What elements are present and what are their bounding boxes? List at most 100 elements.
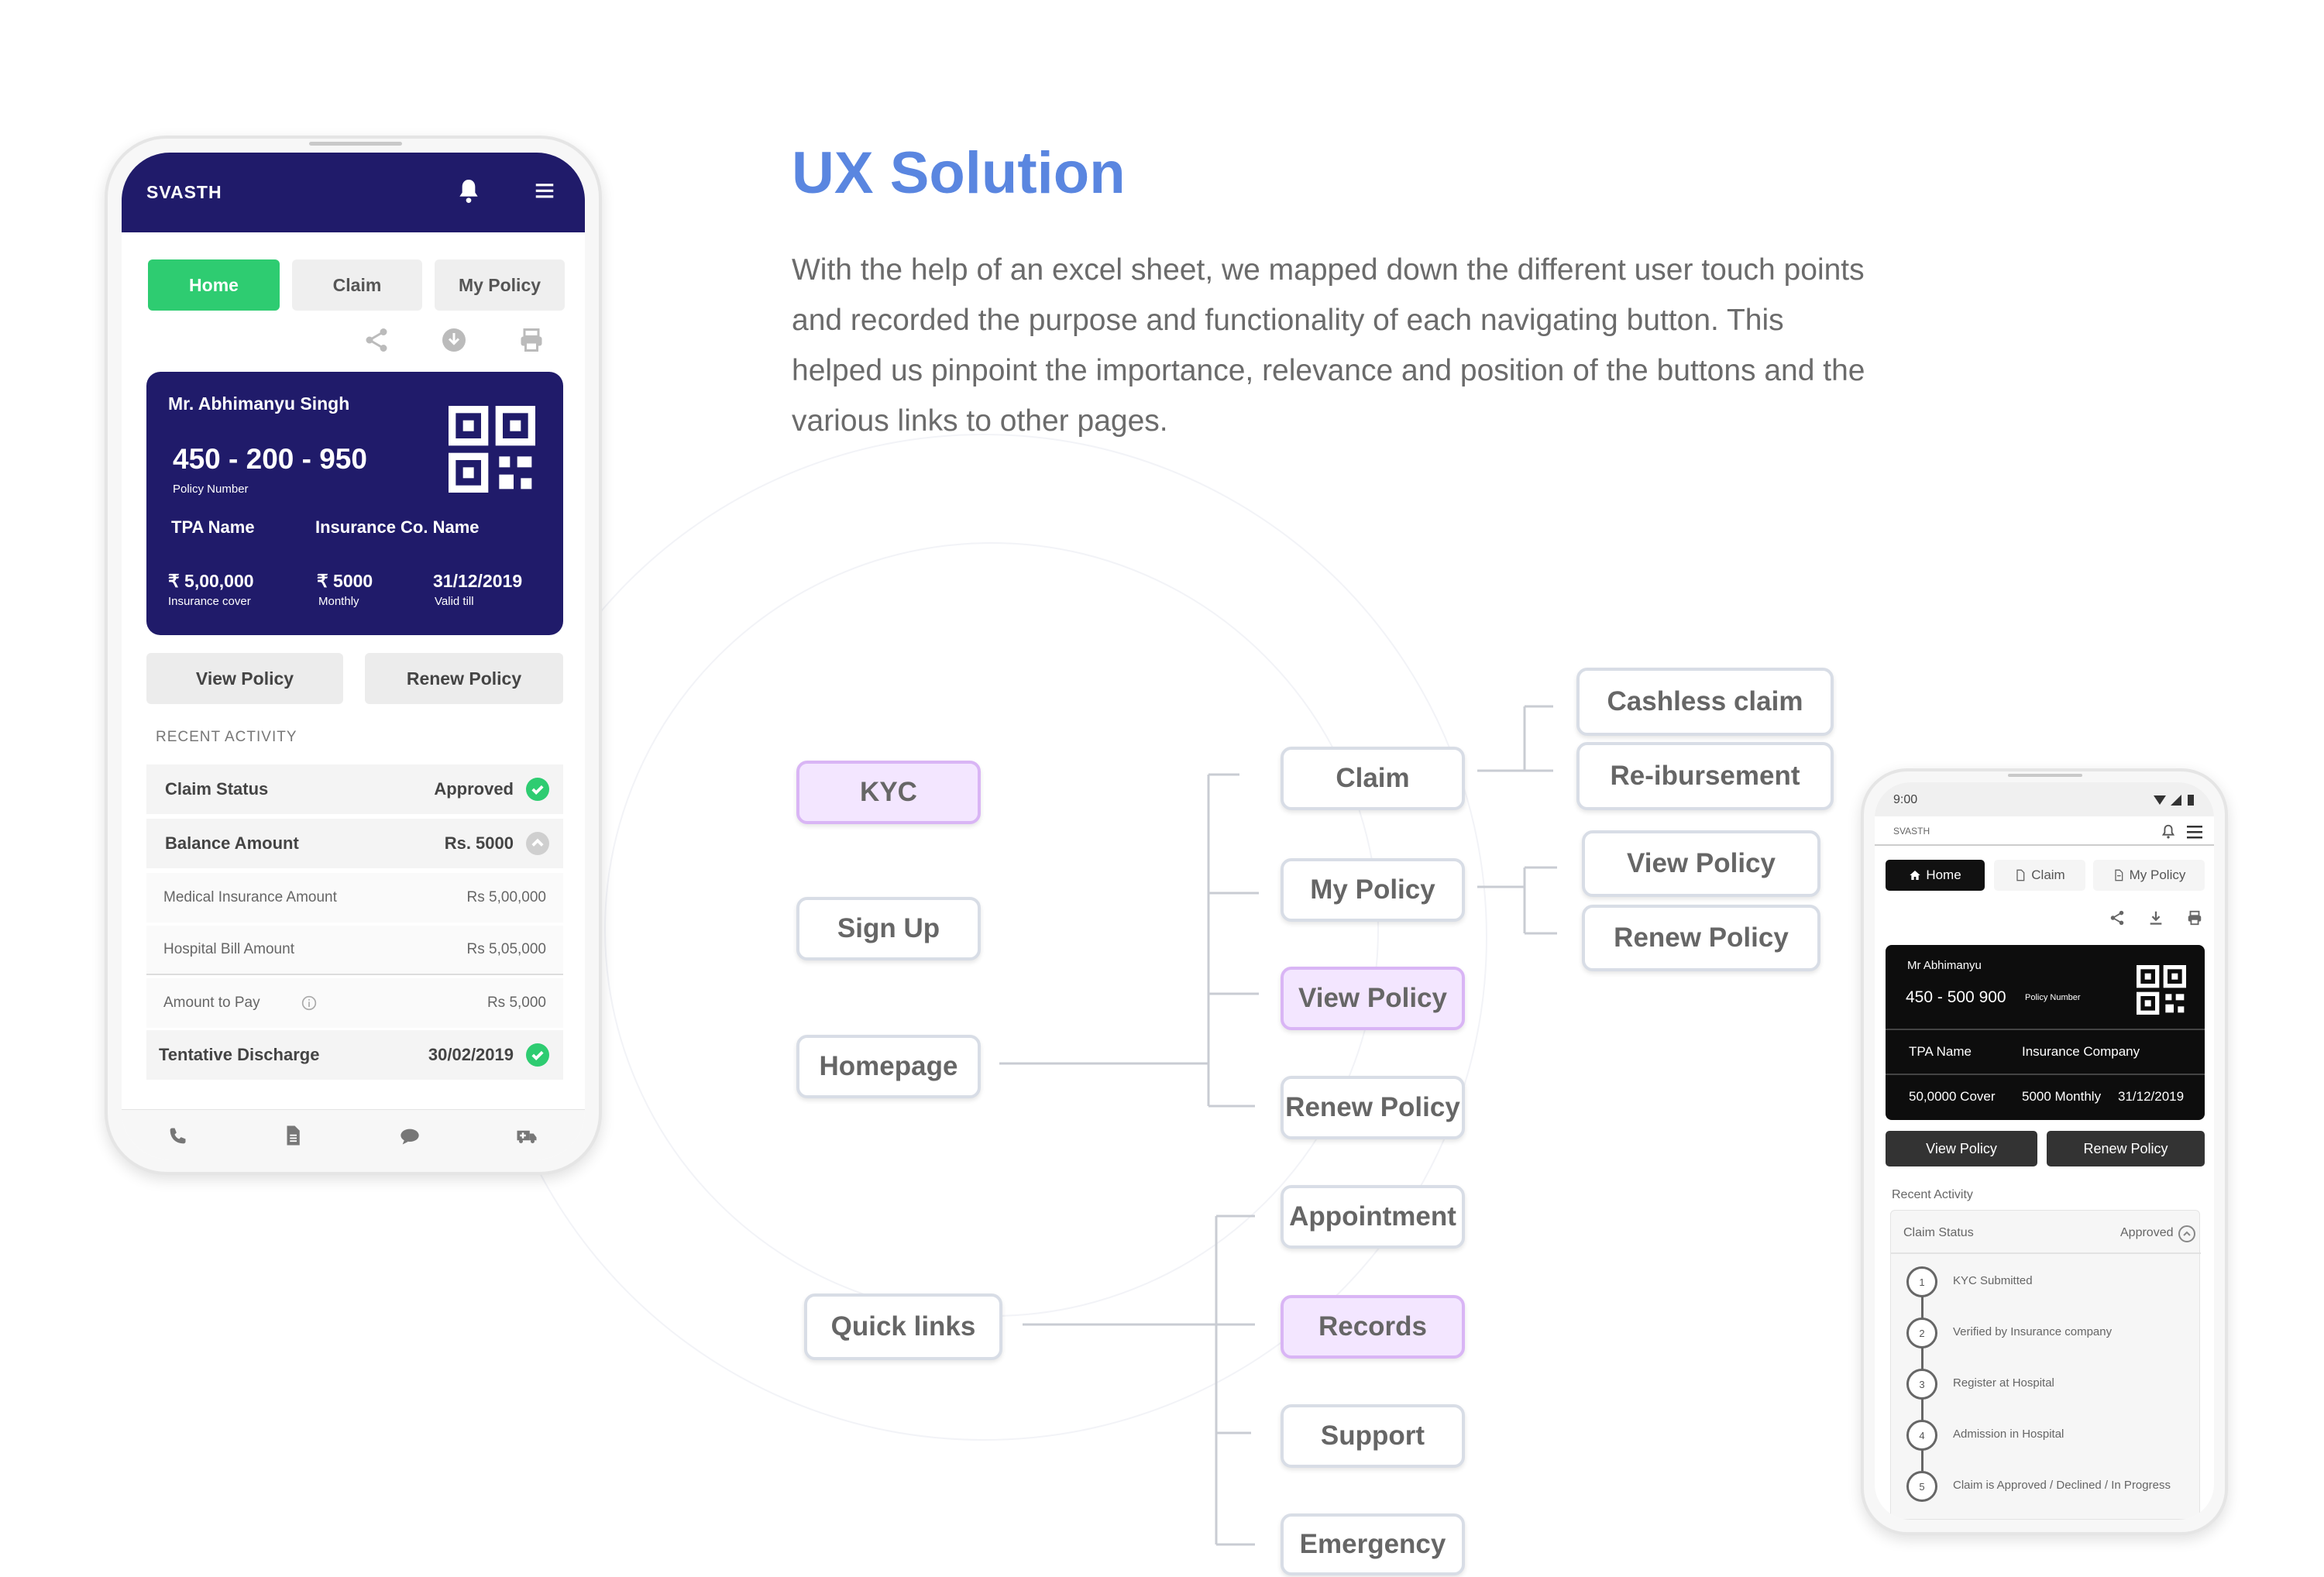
- monthly-value: 5000 Monthly: [2022, 1089, 2102, 1104]
- node-reimbursement[interactable]: Re-ibursement: [1576, 742, 1834, 810]
- download-icon[interactable]: [440, 326, 468, 354]
- node-emergency[interactable]: Emergency: [1281, 1513, 1465, 1575]
- status-time: 9:00: [1893, 793, 1918, 806]
- chat-icon[interactable]: [397, 1125, 422, 1147]
- app-brand: SVASTH: [146, 182, 222, 202]
- signal-battery-icon: [2154, 795, 2194, 806]
- tab-claim[interactable]: Claim: [1994, 860, 2085, 891]
- policy-holder-name: Mr. Abhimanyu Singh: [168, 393, 350, 414]
- bottom-nav: [122, 1109, 585, 1160]
- node-claim[interactable]: Claim: [1281, 747, 1465, 810]
- chevron-up-icon[interactable]: [526, 832, 549, 855]
- detail-value: Rs 5,00,000: [466, 889, 546, 905]
- card-divider: [1886, 1074, 2205, 1075]
- node-kyc[interactable]: KYC: [796, 761, 981, 824]
- info-icon[interactable]: [301, 995, 317, 1011]
- detail-label: Hospital Bill Amount: [163, 941, 294, 957]
- policy-icon: [2114, 869, 2123, 881]
- print-icon[interactable]: [2186, 909, 2203, 926]
- node-quick-links[interactable]: Quick links: [804, 1294, 1002, 1360]
- ambulance-icon[interactable]: [514, 1124, 540, 1147]
- node-view-policy[interactable]: View Policy: [1281, 967, 1465, 1030]
- print-icon[interactable]: [517, 326, 545, 354]
- node-homepage[interactable]: Homepage: [796, 1035, 981, 1098]
- node-sub-renew-policy[interactable]: Renew Policy: [1582, 905, 1820, 971]
- node-records[interactable]: Records: [1281, 1295, 1465, 1359]
- valid-till-value: 31/12/2019: [2118, 1089, 2185, 1104]
- home-icon: [1910, 871, 1920, 880]
- step-label: KYC Submitted: [1953, 1274, 2033, 1287]
- step-label: Admission in Hospital: [1953, 1428, 2064, 1441]
- bell-icon[interactable]: [453, 176, 484, 207]
- view-policy-button[interactable]: View Policy: [146, 653, 343, 704]
- step-label: Verified by Insurance company: [1953, 1325, 2113, 1338]
- recent-activity-label: Recent Activity: [1892, 1188, 1973, 1201]
- tentative-discharge-row[interactable]: Tentative Discharge 30/02/2019: [146, 1030, 563, 1080]
- tpa-name: TPA Name: [171, 517, 255, 537]
- share-icon[interactable]: [2109, 909, 2126, 926]
- section-description: With the help of an excel sheet, we mapp…: [792, 253, 1865, 438]
- section-title: UX Solution: [792, 140, 1126, 206]
- tab-my-policy-label: My Policy: [2129, 868, 2186, 882]
- app-brand: SVASTH: [1893, 826, 1930, 837]
- step-number: 3: [1906, 1369, 1937, 1400]
- phone-speaker: [309, 142, 402, 146]
- node-support[interactable]: Support: [1281, 1404, 1465, 1468]
- balance-amount-value: Rs. 5000: [444, 833, 514, 853]
- check-circle-icon: [526, 778, 549, 801]
- timeline-step: 2 Verified by Insurance company: [1906, 1318, 2201, 1353]
- tab-home[interactable]: Home: [148, 259, 280, 311]
- detail-row: Medical Insurance Amount Rs 5,00,000: [146, 873, 563, 922]
- policy-number: 450 - 500 900: [1906, 988, 2006, 1006]
- insurer-name: Insurance Company: [2022, 1044, 2140, 1059]
- node-appointment[interactable]: Appointment: [1281, 1185, 1465, 1249]
- renew-policy-button[interactable]: Renew Policy: [365, 653, 563, 704]
- share-icon[interactable]: [363, 326, 390, 354]
- qr-code-icon: [2137, 965, 2186, 1015]
- tab-my-policy[interactable]: My Policy: [2093, 860, 2205, 891]
- tentative-discharge-value: 30/02/2019: [428, 1045, 514, 1064]
- card-divider: [1886, 1029, 2205, 1030]
- timeline-step: 3 Register at Hospital: [1906, 1369, 2201, 1404]
- detail-row: Amount to Pay Rs 5,000: [146, 978, 563, 1028]
- phone-screen: 9:00 SVASTH Home Claim My Policy Mr Abhi…: [1875, 782, 2214, 1520]
- bell-icon[interactable]: [2160, 823, 2177, 841]
- detail-value: Rs 5,000: [486, 995, 546, 1011]
- node-sign-up[interactable]: Sign Up: [796, 897, 981, 960]
- node-sub-view-policy[interactable]: View Policy: [1582, 830, 1820, 897]
- detail-label: Amount to Pay: [163, 995, 260, 1011]
- status-bar: 9:00: [1875, 782, 2214, 816]
- chevron-up-icon[interactable]: [2178, 1225, 2196, 1243]
- tab-claim[interactable]: Claim: [292, 259, 422, 311]
- insurance-cover-label: Insurance cover: [168, 595, 251, 608]
- node-cashless-claim[interactable]: Cashless claim: [1576, 668, 1834, 736]
- tab-my-policy[interactable]: My Policy: [435, 259, 565, 311]
- document-icon[interactable]: [281, 1124, 304, 1147]
- policy-number-label: Policy Number: [173, 483, 249, 496]
- menu-icon[interactable]: [532, 179, 557, 202]
- step-number: 2: [1906, 1318, 1937, 1349]
- detail-value: Rs 5,05,000: [466, 941, 546, 957]
- detail-label: Medical Insurance Amount: [163, 889, 337, 905]
- valid-till-label: Valid till: [435, 595, 474, 608]
- renew-policy-button[interactable]: Renew Policy: [2047, 1131, 2205, 1166]
- claim-status-row[interactable]: Claim Status Approved: [146, 764, 563, 814]
- recent-activity-label: RECENT ACTIVITY: [156, 729, 297, 745]
- tentative-discharge-label: Tentative Discharge: [159, 1045, 320, 1064]
- phone-icon[interactable]: [167, 1125, 188, 1147]
- balance-amount-row[interactable]: Balance Amount Rs. 5000: [146, 819, 563, 868]
- view-policy-button[interactable]: View Policy: [1886, 1131, 2037, 1166]
- node-renew-policy[interactable]: Renew Policy: [1281, 1076, 1465, 1139]
- qr-code-icon: [449, 406, 535, 493]
- policy-card: Mr Abhimanyu 450 - 500 900 Policy Number…: [1886, 945, 2205, 1120]
- tab-home[interactable]: Home: [1886, 860, 1985, 891]
- claim-status-value: Approved: [434, 779, 514, 799]
- valid-till-value: 31/12/2019: [433, 571, 523, 591]
- download-icon[interactable]: [2147, 909, 2164, 926]
- node-my-policy[interactable]: My Policy: [1281, 858, 1465, 922]
- step-label: Claim is Approved / Declined / In Progre…: [1953, 1479, 2171, 1492]
- menu-icon[interactable]: [2185, 823, 2205, 841]
- detail-row: Hospital Bill Amount Rs 5,05,000: [146, 926, 563, 975]
- balance-amount-label: Balance Amount: [165, 833, 299, 853]
- claim-status-row[interactable]: Claim Status Approved: [1891, 1211, 2201, 1254]
